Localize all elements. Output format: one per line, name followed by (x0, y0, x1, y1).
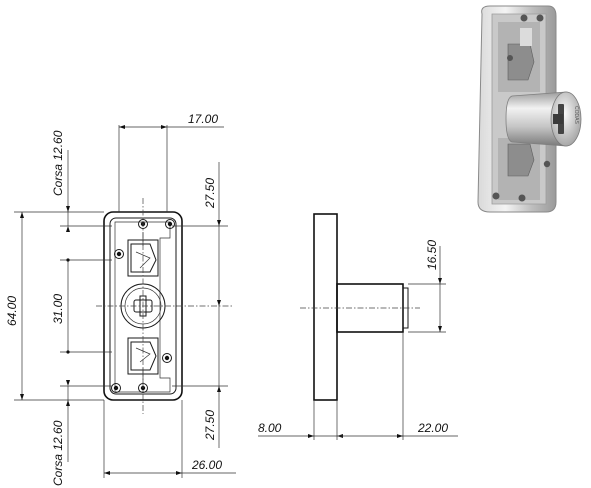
dim-cylinder-16: 16.50 (425, 240, 439, 270)
front-dimension-labels: 17.00 26.00 64.00 31.00 Corsa 12.60 Cors… (5, 112, 222, 486)
screw-holes (111, 219, 175, 393)
front-dimension-lines (14, 125, 236, 478)
dim-height-total: 64.00 (5, 296, 19, 326)
dim-width-top: 17.00 (188, 112, 218, 126)
dim-cylinder-22: 22.00 (417, 421, 448, 435)
front-inner-plate (114, 221, 171, 393)
side-flange (313, 213, 338, 401)
dim-width-bottom: 26.00 (191, 458, 222, 472)
side-view (258, 213, 458, 440)
dim-corsa-bottom: Corsa 12.60 (51, 420, 65, 486)
dim-corsa-top: Corsa 12.60 (51, 130, 65, 196)
side-dimension-labels: 16.50 8.00 22.00 (258, 240, 448, 435)
product-photo: CODAS (477, 5, 582, 213)
dim-lower-27: 27.50 (203, 410, 217, 441)
dim-flange-8: 8.00 (258, 421, 282, 435)
dim-center-span: 31.00 (51, 294, 65, 324)
photo-cylinder-marking: CODAS (573, 106, 579, 124)
dim-upper-27: 27.50 (203, 178, 217, 209)
front-view (96, 198, 232, 414)
